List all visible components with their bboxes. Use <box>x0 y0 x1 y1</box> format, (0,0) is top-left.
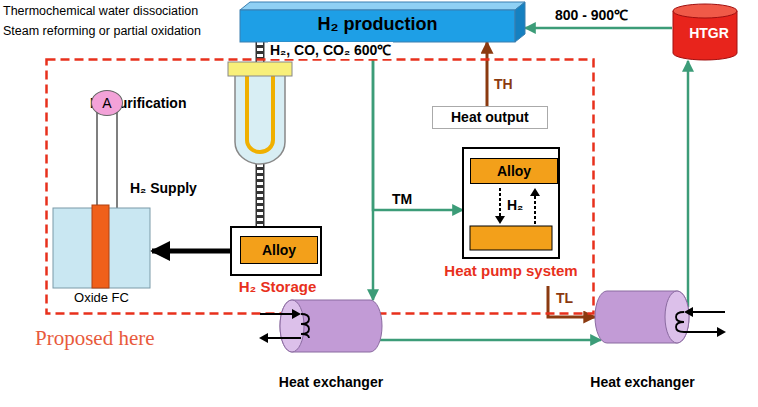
gas-pipe <box>256 164 265 226</box>
connector <box>380 340 601 341</box>
node-text: Heat exchanger <box>590 374 694 391</box>
drawing-part <box>92 205 109 288</box>
drawing-part <box>280 300 304 352</box>
node-text: Proposed here <box>35 326 155 351</box>
edge-label: TL <box>554 290 575 307</box>
connector <box>525 28 672 29</box>
drawing-part <box>684 331 721 333</box>
flow-line <box>486 42 489 106</box>
drawing-part <box>264 337 301 339</box>
node-text: H₂ production <box>240 14 515 36</box>
flow-line <box>152 249 230 254</box>
annotation-label: H₂ <box>507 197 523 214</box>
drawing-part <box>595 291 689 343</box>
connector <box>97 111 117 208</box>
drawing-part <box>530 188 540 196</box>
flow-line <box>380 339 601 342</box>
node-text: Heat output <box>433 107 547 128</box>
connector <box>260 164 261 226</box>
drawing-part <box>231 227 321 275</box>
drawing-part <box>673 4 737 18</box>
drawing-part <box>463 148 559 258</box>
drawing-part <box>247 76 273 152</box>
drawing-part <box>240 2 525 10</box>
node-text: HTGR <box>672 25 746 42</box>
proposed-region: Proposed hereH₂ purificationHeat outputA… <box>45 58 595 315</box>
connector <box>152 251 230 252</box>
drawing-part <box>260 313 296 315</box>
edge-label: TH <box>492 76 515 93</box>
drawing-part <box>259 333 268 343</box>
edge-label: H₂, CO, CO₂ 600℃ <box>268 42 393 59</box>
node-text: Oxide FC <box>52 290 151 306</box>
annotation-label: Steam reforming or partial oxidation <box>3 24 201 39</box>
flow-line <box>97 111 117 208</box>
node-text: A <box>92 95 122 112</box>
storage-box: H₂ Storage Alloy <box>230 226 325 298</box>
drawing-part <box>689 311 725 313</box>
drawing-part <box>301 314 309 338</box>
heat-exchanger-shape <box>585 282 700 387</box>
heat-exchanger: Heat exchanger <box>585 282 700 387</box>
drawing-part <box>717 327 726 337</box>
drawing-part <box>292 309 301 319</box>
fuel-cell: Oxide FC <box>52 205 154 310</box>
drawing-part <box>495 216 505 224</box>
edge-label: 800 - 900℃ <box>553 7 630 24</box>
heat-exchanger: Heat exchanger <box>270 296 392 394</box>
output-box: Heat output <box>432 106 548 129</box>
drawing-part <box>240 10 515 42</box>
drawing-part <box>499 188 501 216</box>
annotation-label: Thermochemical water dissociation <box>3 4 198 19</box>
node-text: Alloy <box>471 163 557 180</box>
drawing-part <box>470 226 552 250</box>
flow-line <box>525 27 672 30</box>
drawing-part <box>228 62 292 76</box>
drawing-part <box>235 76 285 164</box>
flow-line <box>687 61 690 307</box>
heat-pump-box: Heat pump systemAlloy <box>455 146 567 286</box>
reactor-cylinder: HTGR <box>672 3 746 61</box>
connector <box>487 42 488 106</box>
node-text: Heat exchanger <box>279 374 383 391</box>
drawing-part <box>665 291 689 343</box>
node-text: Alloy <box>241 242 317 259</box>
node-text: H₂ Storage <box>239 278 317 296</box>
alloy-bar: Alloy <box>240 236 318 264</box>
connector <box>688 61 689 307</box>
drawing-part <box>515 2 525 42</box>
node-text: Heat pump system <box>444 262 577 280</box>
drawing-part <box>676 312 684 332</box>
annotation-label: H₂ Supply <box>130 180 197 197</box>
edge-label: TM <box>390 191 414 208</box>
alloy-bar: Alloy <box>470 158 558 184</box>
drawing-part <box>47 60 594 314</box>
gas-pipe-checker <box>257 164 263 226</box>
drawing-part <box>684 307 693 317</box>
ammeter-circle: A <box>91 90 123 116</box>
drawing-part <box>534 196 536 224</box>
drawing-part <box>280 300 382 352</box>
process-box: H₂ production <box>240 2 525 42</box>
